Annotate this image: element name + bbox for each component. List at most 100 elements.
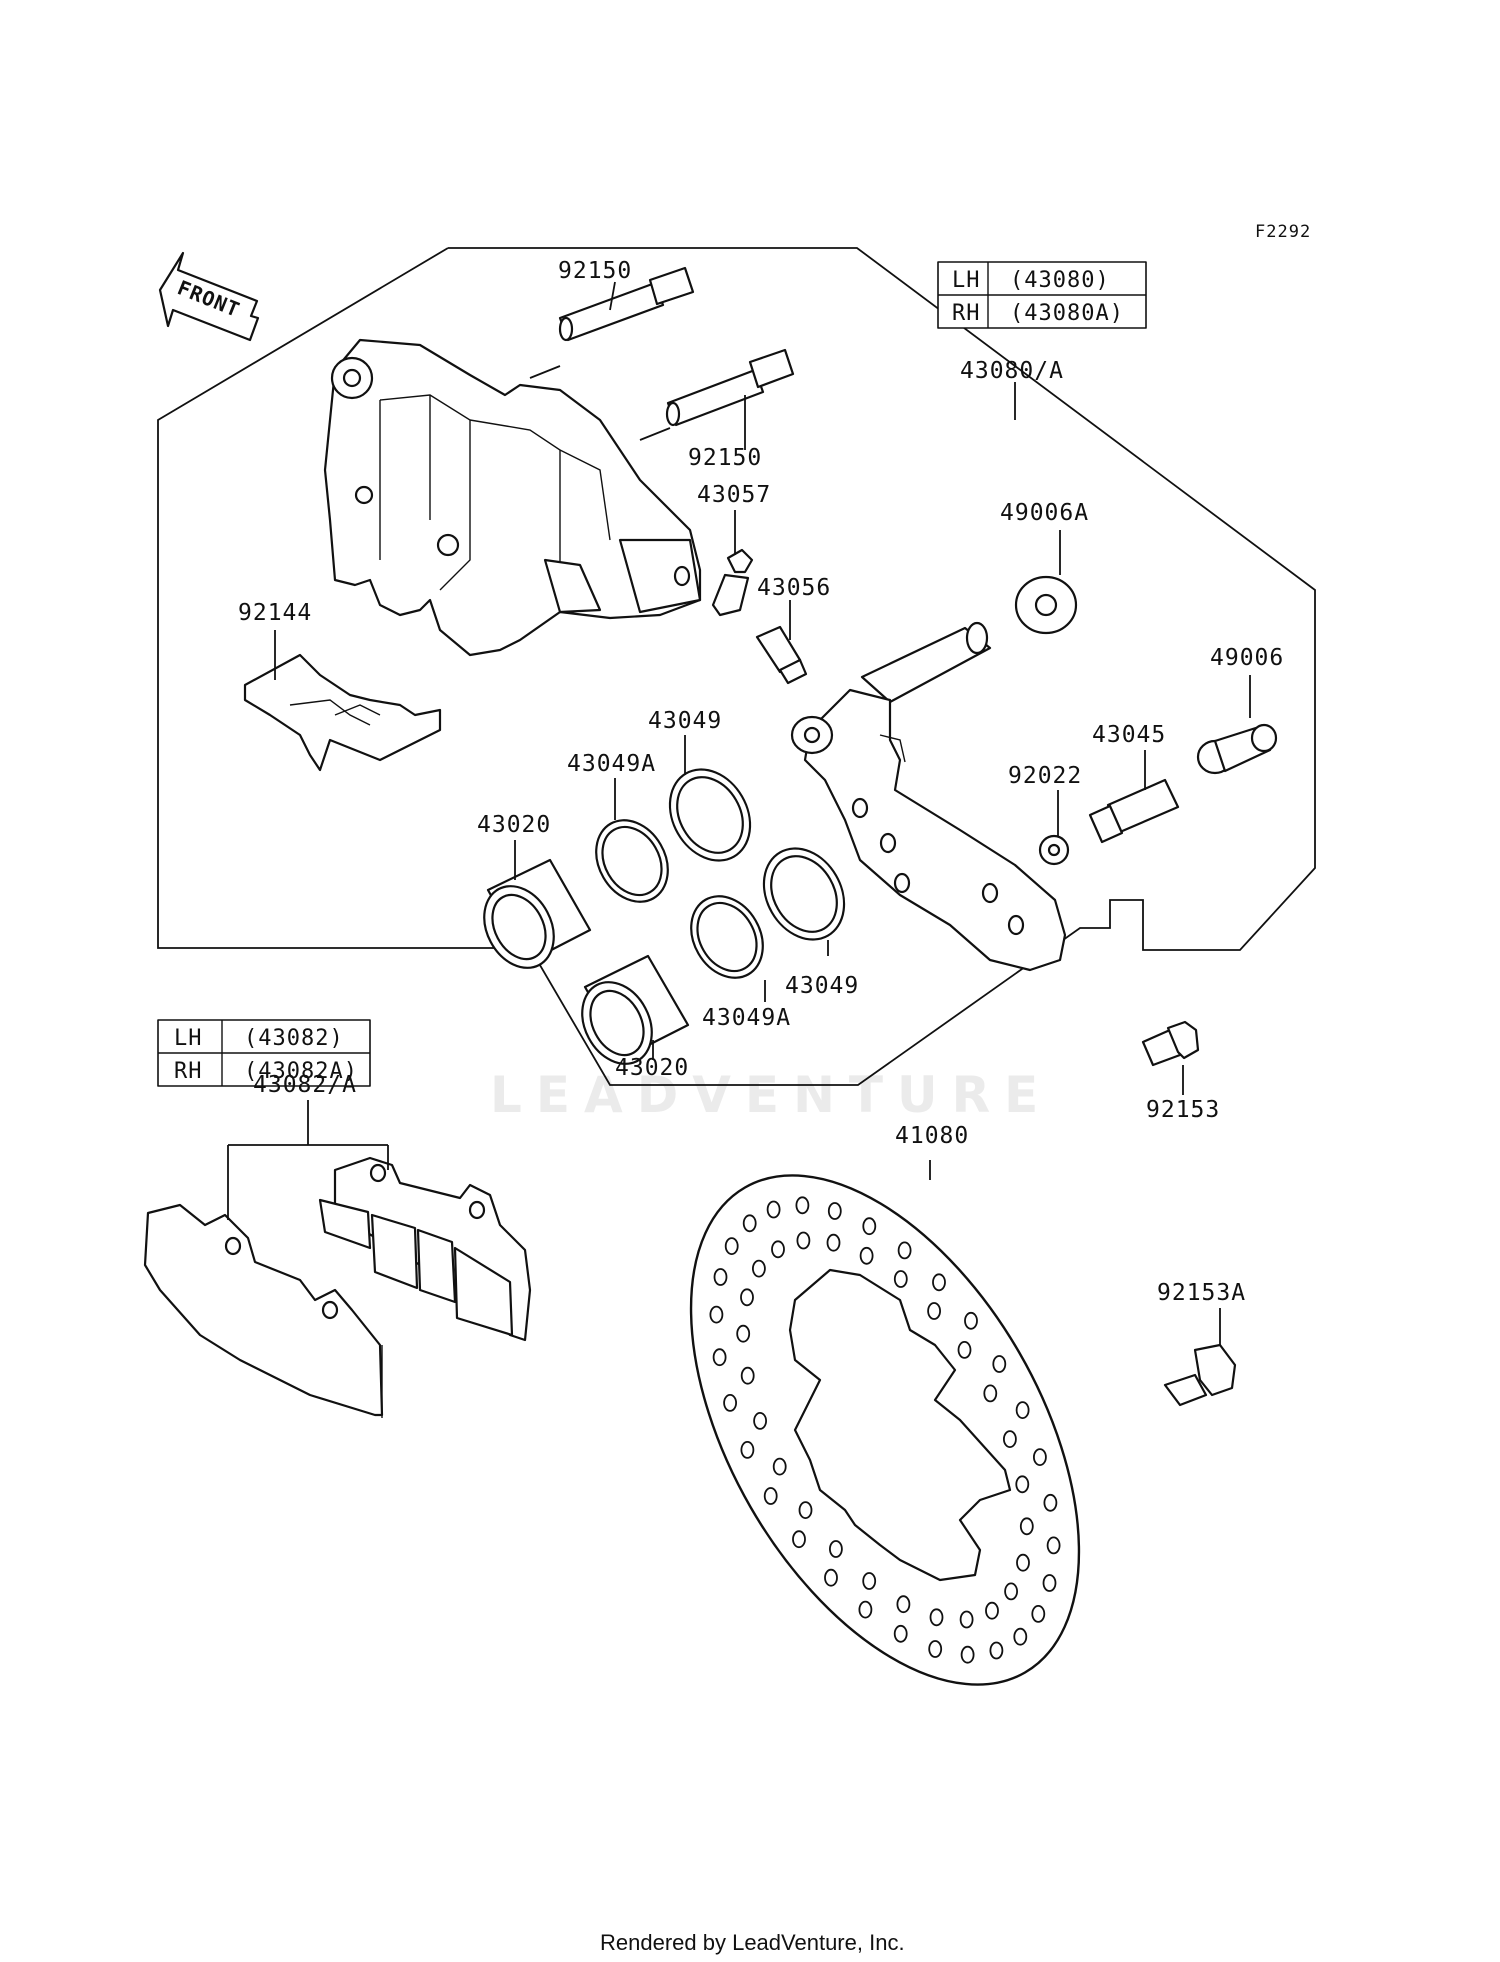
slide-pin-1 bbox=[558, 266, 695, 342]
bleeder-cap bbox=[711, 548, 754, 617]
label-92153A: 92153A bbox=[1157, 1280, 1246, 1306]
pads-lh-part: (43082) bbox=[244, 1026, 344, 1051]
disc-hole bbox=[723, 1394, 737, 1412]
label-92144: 92144 bbox=[238, 600, 312, 626]
pads-rh-label: RH bbox=[174, 1059, 203, 1084]
disc-hole bbox=[1004, 1582, 1018, 1601]
pads-rh-part: (43082A) bbox=[244, 1059, 358, 1084]
disc-hole bbox=[1016, 1553, 1030, 1572]
disc-hole bbox=[798, 1501, 813, 1519]
piston-2 bbox=[581, 954, 690, 1065]
label-49006A: 49006A bbox=[1000, 500, 1089, 526]
disc-hole bbox=[1043, 1493, 1058, 1512]
disc-hole bbox=[796, 1231, 811, 1250]
diagram-code: F2292 bbox=[1255, 222, 1311, 242]
disc-hole bbox=[826, 1233, 841, 1252]
disc-hole bbox=[763, 1487, 778, 1505]
disc-hole bbox=[736, 1324, 751, 1343]
disc-hole bbox=[1042, 1574, 1057, 1592]
footer-credit: Rendered by LeadVenture, Inc. bbox=[600, 1930, 905, 1955]
disc-hole bbox=[928, 1640, 943, 1658]
label-43056: 43056 bbox=[757, 575, 831, 601]
dust-boot bbox=[1014, 575, 1078, 635]
disc-hole bbox=[862, 1217, 877, 1236]
disc-hole bbox=[964, 1311, 978, 1330]
watermark: LEADVENTURE bbox=[490, 1066, 1052, 1124]
disc-hole bbox=[959, 1610, 974, 1629]
bushing bbox=[1196, 723, 1278, 775]
label-41080: 41080 bbox=[895, 1123, 969, 1149]
disc-hole bbox=[740, 1288, 754, 1307]
caliper-side-table: LH (43080) RH (43080A) bbox=[937, 261, 1147, 329]
label-43020-lower: 43020 bbox=[615, 1055, 689, 1081]
brake-pad-set bbox=[143, 1156, 532, 1418]
disc-hole bbox=[753, 1412, 767, 1430]
disc-hole bbox=[827, 1202, 842, 1220]
label-92150-lower: 92150 bbox=[688, 445, 762, 471]
disc-hole bbox=[989, 1641, 1004, 1660]
label-92153: 92153 bbox=[1146, 1097, 1220, 1123]
part-labels: 92150 92150 43080/A 43057 49006A 43056 9… bbox=[238, 258, 1284, 1306]
disc-hole bbox=[1033, 1448, 1047, 1466]
disc-hole bbox=[1013, 1627, 1028, 1646]
disc-hole bbox=[1003, 1430, 1017, 1448]
label-43057: 43057 bbox=[697, 482, 771, 508]
pads-side-table: LH (43082) RH (43082A) bbox=[157, 1019, 371, 1087]
disc-hole bbox=[709, 1305, 724, 1324]
disc-vent-holes bbox=[709, 1196, 1061, 1664]
disc-hole bbox=[862, 1572, 877, 1590]
pads-lh-label: LH bbox=[174, 1026, 203, 1051]
disc-hole bbox=[897, 1241, 912, 1260]
caliper-lh-label: LH bbox=[952, 268, 981, 293]
disc-hole bbox=[896, 1595, 911, 1614]
caliper-bracket bbox=[790, 621, 1067, 972]
disc-hole bbox=[927, 1302, 941, 1320]
disc-bolt bbox=[1163, 1343, 1237, 1407]
disc-hole bbox=[740, 1366, 755, 1385]
disc-hole bbox=[742, 1214, 757, 1233]
disc-hole bbox=[713, 1268, 728, 1286]
disc-hole bbox=[858, 1600, 873, 1619]
pad-spring bbox=[243, 653, 442, 772]
caliper-assembly-outline bbox=[157, 247, 1316, 1086]
piston-seal-1 bbox=[595, 819, 669, 903]
disc-hole bbox=[824, 1568, 838, 1587]
disc-hole bbox=[893, 1270, 908, 1288]
disc-hole bbox=[1015, 1475, 1030, 1494]
front-arrow-icon: FRONT bbox=[158, 251, 260, 342]
disc-hole bbox=[1019, 1517, 1034, 1536]
label-43045: 43045 bbox=[1092, 722, 1166, 748]
disc-hole bbox=[724, 1237, 739, 1255]
label-43049-upper: 43049 bbox=[648, 708, 722, 734]
dust-seal-1 bbox=[668, 768, 752, 862]
disc-hole bbox=[893, 1624, 908, 1643]
piston-seal-2 bbox=[690, 895, 764, 979]
disc-hole bbox=[712, 1348, 727, 1367]
caliper-body bbox=[323, 338, 702, 657]
bracket-pin-bolt bbox=[1088, 778, 1180, 844]
disc-hole bbox=[772, 1457, 787, 1476]
disc-hole bbox=[795, 1196, 810, 1215]
label-49006: 49006 bbox=[1210, 645, 1284, 671]
disc-hole bbox=[957, 1341, 972, 1359]
disc-hole bbox=[1015, 1401, 1030, 1419]
slide-pin-2 bbox=[665, 348, 795, 427]
label-43049A-lower: 43049A bbox=[702, 1005, 791, 1031]
disc-hole bbox=[985, 1601, 999, 1620]
label-43080: 43080/A bbox=[960, 358, 1064, 384]
disc-hole bbox=[792, 1530, 806, 1549]
bracket-bolt bbox=[1141, 1020, 1200, 1067]
disc-hole bbox=[740, 1441, 755, 1459]
disc-hole bbox=[752, 1259, 766, 1278]
disc-hole bbox=[1031, 1605, 1046, 1623]
label-43049-lower: 43049 bbox=[785, 973, 859, 999]
label-43020-upper: 43020 bbox=[477, 812, 551, 838]
caliper-lh-part: (43080) bbox=[1010, 268, 1110, 293]
disc-hole bbox=[766, 1200, 781, 1219]
label-92022: 92022 bbox=[1008, 763, 1082, 789]
dust-seal-2 bbox=[762, 847, 846, 941]
label-92150-upper: 92150 bbox=[558, 258, 632, 284]
label-43082: 43082/A bbox=[253, 1072, 357, 1098]
disc-hole bbox=[829, 1540, 843, 1558]
